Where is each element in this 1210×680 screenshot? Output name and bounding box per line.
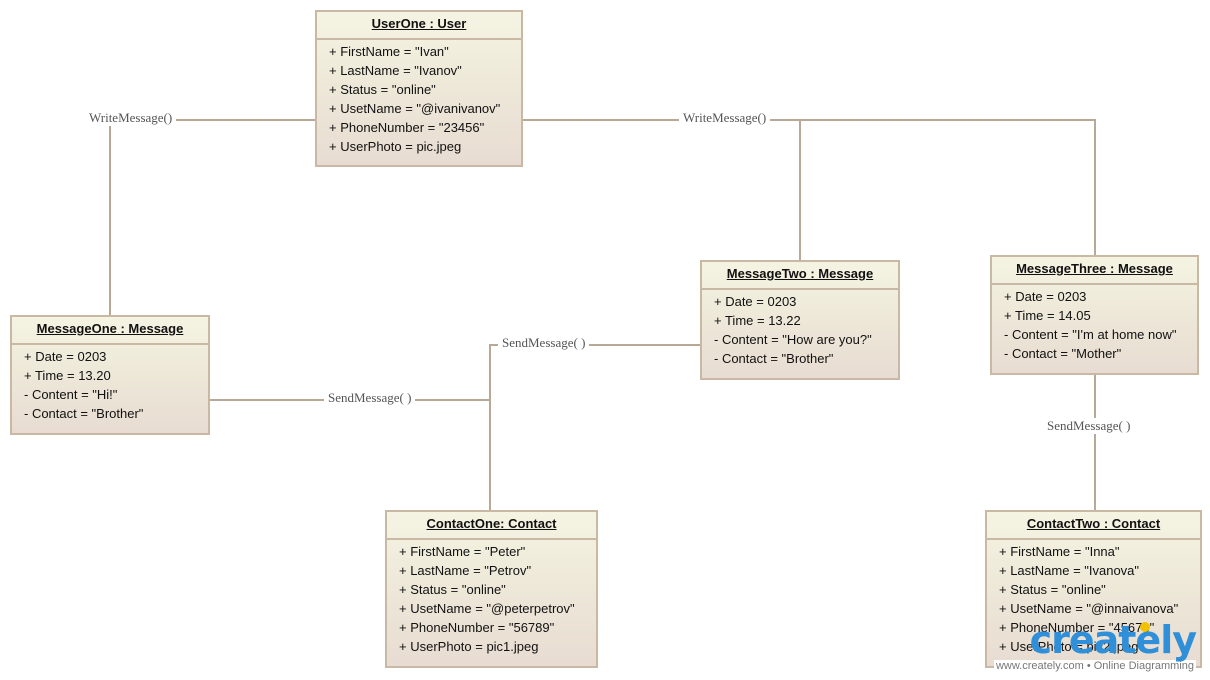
attribute-row: + LastName = "Ivanov"	[329, 63, 462, 78]
object-message-two[interactable]: MessageTwo : Message + Date = 0203 + Tim…	[700, 260, 900, 380]
object-contact-two[interactable]: ContactTwo : Contact + FirstName = "Inna…	[985, 510, 1202, 668]
object-title: MessageThree : Message	[992, 257, 1197, 285]
attribute-row: + Date = 0203	[1004, 289, 1087, 304]
attribute-row: + Time = 13.20	[24, 368, 111, 383]
attribute-row: + PhoneNumber = "23456"	[329, 120, 485, 135]
attribute-row: - Content = "I'm at home now"	[1004, 327, 1177, 342]
write-message-label-left: WriteMessage()	[85, 110, 177, 126]
creately-logo: creately	[1029, 618, 1197, 662]
attribute-row: + Status = "online"	[399, 582, 506, 597]
attribute-row: + UserPhoto = pic1.jpeg	[399, 639, 539, 654]
attribute-row: + Status = "online"	[329, 82, 436, 97]
send-message-label-three: SendMessage( )	[1043, 418, 1135, 434]
attribute-row: - Content = "Hi!"	[24, 387, 118, 402]
attribute-row: + Status = "online"	[999, 582, 1106, 597]
object-title: ContactOne: Contact	[387, 512, 596, 540]
attribute-row: + UsetName = "@ivanivanov"	[329, 101, 501, 116]
object-title: MessageTwo : Message	[702, 262, 898, 290]
object-title: ContactTwo : Contact	[987, 512, 1200, 540]
link-user-to-message-two	[522, 119, 801, 262]
attribute-row: + UserPhoto = pic.jpeg	[329, 139, 462, 154]
link-user-to-message-one	[109, 119, 316, 317]
attribute-row: + FirstName = "Inna"	[999, 544, 1120, 559]
attribute-row: + PhoneNumber = "56789"	[399, 620, 555, 635]
object-title: UserOne : User	[317, 12, 521, 40]
link-contact-one-trunk	[489, 344, 702, 512]
attribute-row: + UserPhoto = pic2.jpeg	[999, 639, 1139, 654]
send-message-label-two: SendMessage( )	[498, 335, 590, 351]
attribute-row: - Contact = "Mother"	[1004, 346, 1122, 361]
link-user-to-message-three	[800, 119, 1096, 257]
object-user-one[interactable]: UserOne : User + FirstName = "Ivan" + La…	[315, 10, 523, 167]
object-message-one[interactable]: MessageOne : Message + Date = 0203 + Tim…	[10, 315, 210, 435]
creately-watermark: creately www.creately.com • Online Diagr…	[993, 618, 1197, 672]
attribute-row: + LastName = "Ivanova"	[999, 563, 1140, 578]
object-contact-one[interactable]: ContactOne: Contact + FirstName = "Peter…	[385, 510, 598, 668]
attribute-row: + UsetName = "@peterpetrov"	[399, 601, 575, 616]
attribute-row: + UsetName = "@innaivanova"	[999, 601, 1179, 616]
watermark-tagline: www.creately.com • Online Diagramming	[993, 660, 1196, 672]
attribute-row: + Time = 13.22	[714, 313, 801, 328]
attribute-row: - Content = "How are you?"	[714, 332, 872, 347]
object-message-three[interactable]: MessageThree : Message + Date = 0203 + T…	[990, 255, 1199, 375]
attribute-row: - Contact = "Brother"	[714, 351, 834, 366]
attribute-row: + Date = 0203	[714, 294, 797, 309]
attribute-row: + Time = 14.05	[1004, 308, 1091, 323]
send-message-label-one: SendMessage( )	[324, 390, 416, 406]
attribute-row: + LastName = "Petrov"	[399, 563, 532, 578]
write-message-label-right: WriteMessage()	[679, 110, 771, 126]
attribute-row: + FirstName = "Ivan"	[329, 44, 449, 59]
object-title: MessageOne : Message	[12, 317, 208, 345]
attribute-row: + FirstName = "Peter"	[399, 544, 526, 559]
attribute-row: + Date = 0203	[24, 349, 107, 364]
attribute-row: - Contact = "Brother"	[24, 406, 144, 421]
lightbulb-icon	[1140, 622, 1150, 632]
attribute-row: + PhoneNumber = "45678"	[999, 620, 1155, 635]
